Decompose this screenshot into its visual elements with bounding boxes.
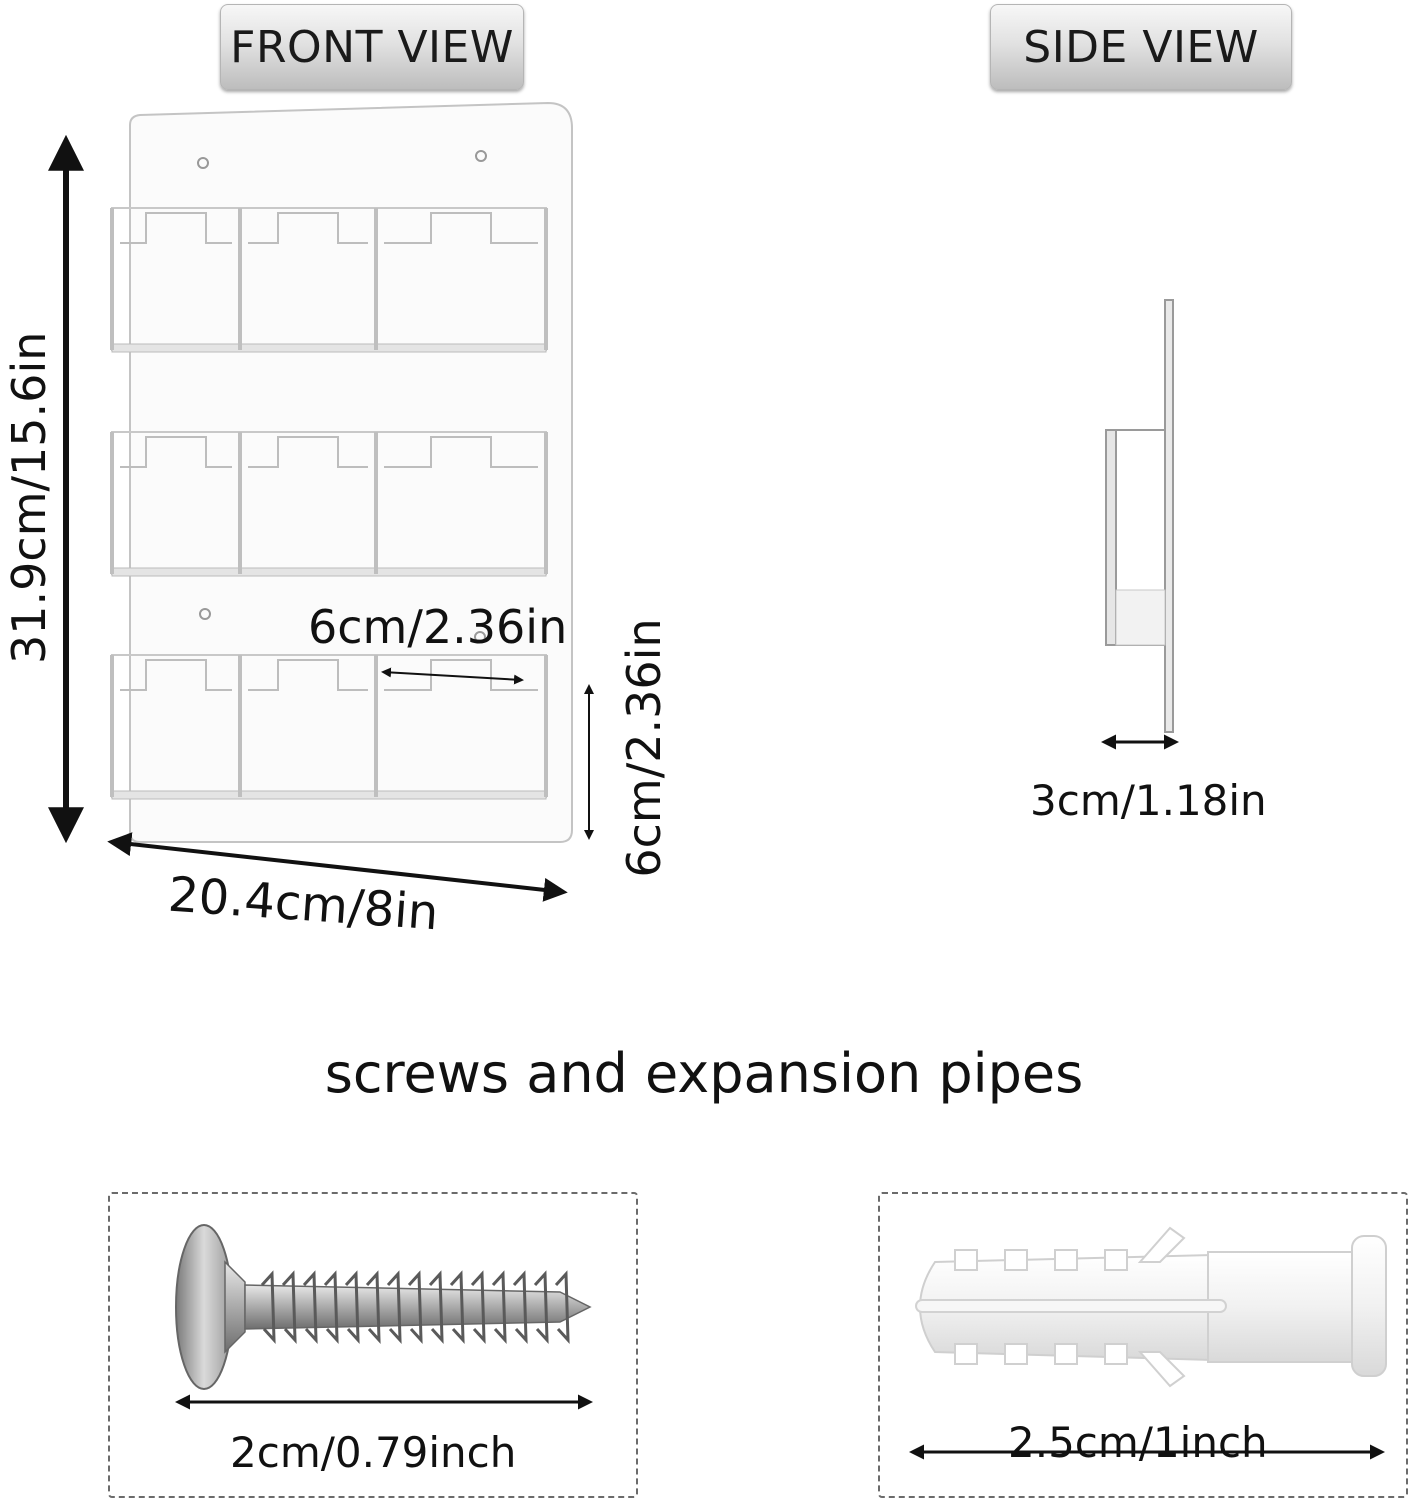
pocket-notch: [248, 436, 368, 468]
side-view-holder: [1101, 299, 1179, 750]
screw-thread: [323, 1270, 339, 1345]
side-back-panel: [1164, 299, 1174, 733]
accessories-title: screws and expansion pipes: [324, 1042, 1084, 1105]
anchor-barb: [1137, 1226, 1186, 1263]
screw-thread: [260, 1270, 276, 1345]
width-arrow: [107, 832, 568, 902]
screw-thread: [554, 1270, 570, 1345]
pocket-notch: [248, 212, 368, 244]
screw-thread: [386, 1270, 402, 1345]
screw-thread: [407, 1270, 423, 1345]
anchor-rib: [1054, 1343, 1078, 1365]
pocket-notch: [384, 659, 538, 691]
screw-thread: [491, 1270, 507, 1345]
screw-thread: [533, 1270, 549, 1345]
anchor-flange: [1351, 1235, 1387, 1377]
pocket-row: [110, 654, 548, 800]
pocket-notch: [248, 659, 368, 691]
pocket-notch: [384, 212, 538, 244]
screw-thread: [302, 1270, 318, 1345]
front-dimension-arrows: [48, 134, 594, 902]
side-view-label: SIDE VIEW: [990, 4, 1292, 90]
front-view-holder: [110, 101, 573, 843]
anchor-length-label: 2.5cm/1inch: [1008, 1418, 1268, 1467]
anchor-rib: [1004, 1343, 1028, 1365]
screw-thread: [428, 1270, 444, 1345]
screw-thread: [344, 1270, 360, 1345]
anchor-rib: [1104, 1343, 1128, 1365]
front-view-label: FRONT VIEW: [220, 4, 524, 90]
mounting-hole: [199, 608, 211, 620]
pocket-width-label: 6cm/2.36in: [308, 600, 568, 654]
anchor-rib: [954, 1343, 978, 1365]
screw-thread: [470, 1270, 486, 1345]
anchor-rib: [1004, 1249, 1028, 1271]
anchor-rib: [1054, 1249, 1078, 1271]
screw-box: [108, 1192, 638, 1498]
screw-thread: [512, 1270, 528, 1345]
mounting-hole: [475, 150, 487, 162]
anchor-rib: [954, 1249, 978, 1271]
pocket-notch: [120, 436, 232, 468]
pocket-width-arrow: [381, 667, 524, 685]
mounting-hole: [474, 631, 486, 643]
anchor-rib: [1104, 1249, 1128, 1271]
anchor-barb: [1137, 1351, 1186, 1388]
anchor-box: [878, 1192, 1408, 1498]
depth-label: 3cm/1.18in: [1030, 776, 1267, 825]
pocket-row: [110, 207, 548, 353]
mounting-hole: [197, 157, 209, 169]
screw-thread: [281, 1270, 297, 1345]
pocket-notch: [384, 436, 538, 468]
screw-thread: [365, 1270, 381, 1345]
screw-length-label: 2cm/0.79inch: [230, 1428, 517, 1477]
pocket-notch: [120, 659, 232, 691]
pocket-row: [110, 431, 548, 577]
pocket-notch: [120, 212, 232, 244]
screw-thread: [449, 1270, 465, 1345]
